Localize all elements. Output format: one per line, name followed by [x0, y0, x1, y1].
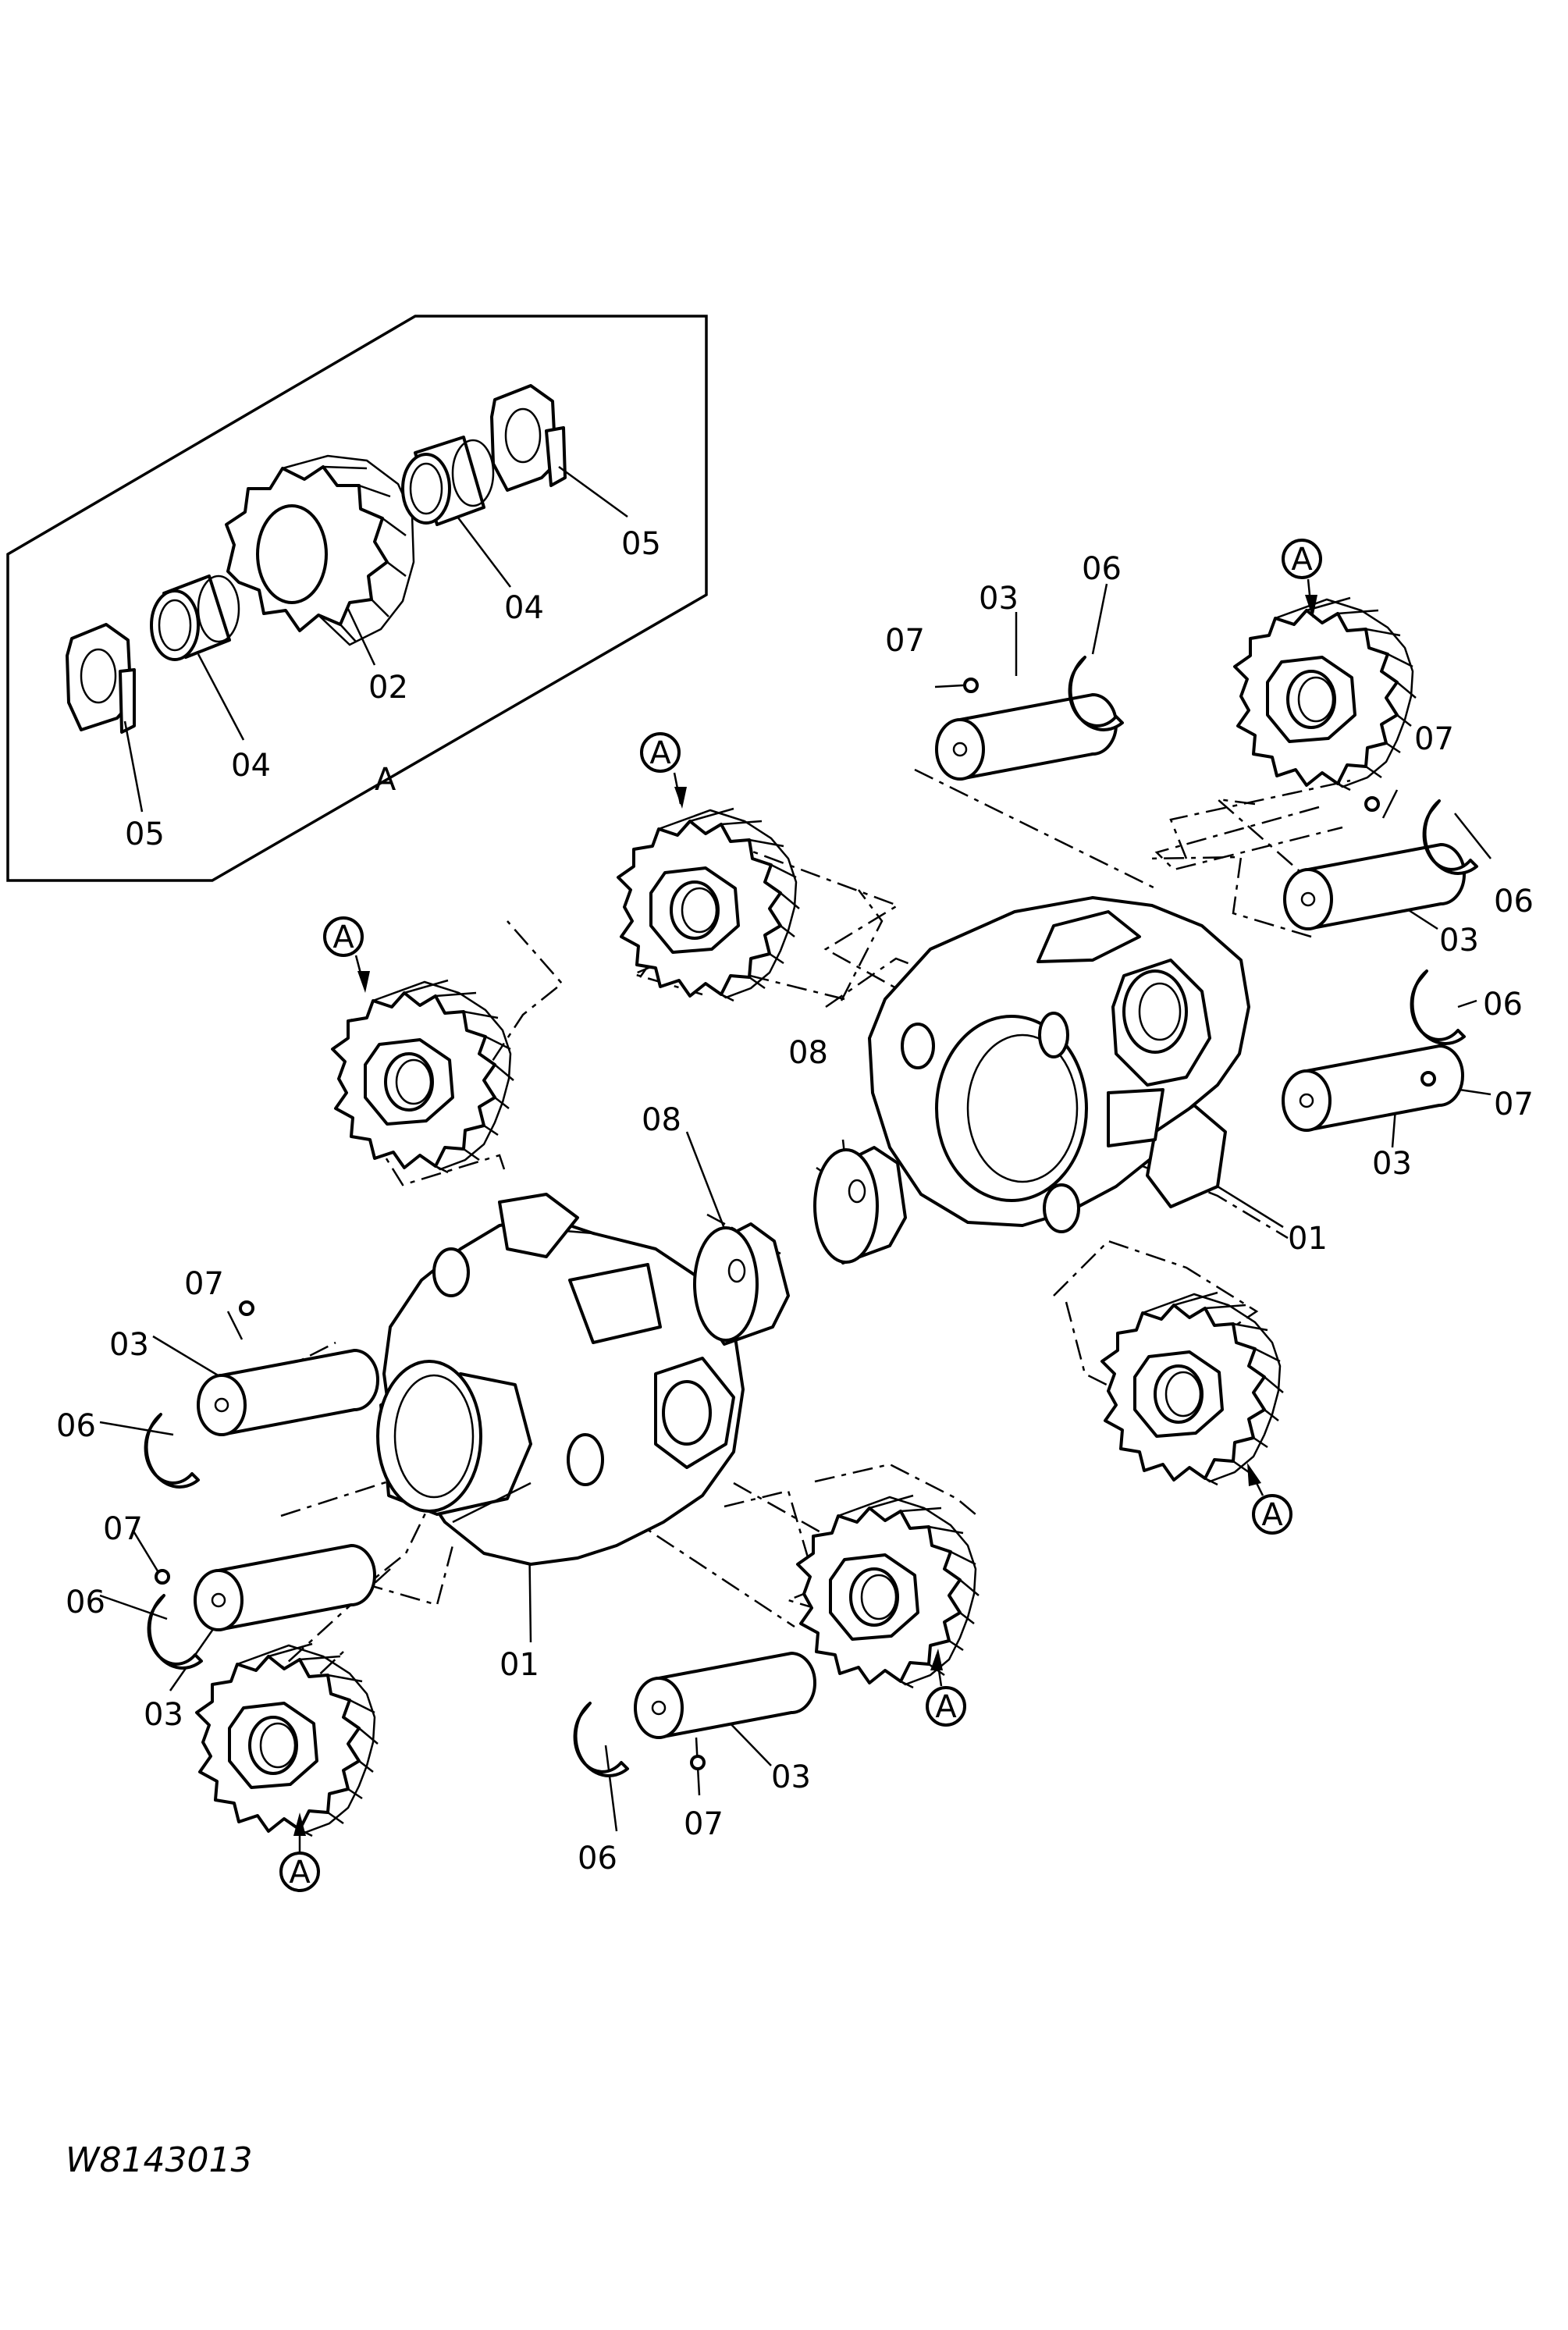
gear-marker-2: A — [323, 916, 370, 993]
detail-a-parts — [66, 384, 567, 734]
svg-text:A: A — [649, 735, 671, 771]
planet-carrier-right — [868, 896, 1250, 1233]
planet-pin-right-lower — [1282, 1044, 1464, 1132]
steel-ball-right-upper — [1364, 796, 1380, 812]
steel-ball-left-upper — [239, 1300, 254, 1316]
planet-gear-right — [1100, 1291, 1285, 1486]
svg-text:A: A — [1261, 1497, 1283, 1533]
callout-07-top: 07 — [885, 623, 925, 659]
planet-pin-bottom — [634, 1652, 816, 1739]
svg-text:A: A — [1291, 542, 1313, 578]
callout-03-left-lower: 03 — [144, 1697, 183, 1733]
callout-06-left-upper: 06 — [56, 1408, 96, 1444]
callout-04-left: 04 — [231, 748, 271, 784]
steel-ball-top — [963, 678, 979, 693]
svg-text:A: A — [935, 1689, 957, 1725]
needle-bearing-right — [401, 436, 495, 526]
thrust-washer-left — [66, 623, 136, 734]
callout-02: 02 — [368, 670, 408, 706]
callout-05-right: 05 — [621, 526, 661, 562]
detail-a-box — [6, 315, 708, 882]
callout-08-left: 08 — [642, 1102, 681, 1138]
planet-gear-upper-left — [617, 807, 801, 1002]
gear-marker-3: A — [1282, 539, 1322, 618]
callout-05-left: 05 — [125, 816, 165, 852]
planet-carrier-left — [376, 1193, 745, 1566]
callout-03-bottom: 03 — [771, 1759, 811, 1795]
callout-06-top: 06 — [1082, 551, 1122, 587]
callout-08-right: 08 — [788, 1035, 828, 1071]
planet-gear-upper-right — [1233, 596, 1417, 791]
svg-text:A: A — [332, 920, 354, 955]
gear-marker-6: A — [279, 1812, 320, 1892]
planet-gear-lower-left — [195, 1642, 379, 1837]
callout-06-right-upper: 06 — [1494, 884, 1534, 920]
needle-bearing-left — [150, 574, 240, 661]
gear-marker-1: A — [640, 732, 687, 809]
planet-pin-right-upper — [1283, 843, 1466, 930]
leader-lines — [99, 465, 1492, 1832]
callout-07-right-lower: 07 — [1494, 1087, 1534, 1122]
callout-03-right-lower: 03 — [1372, 1146, 1412, 1182]
gear-marker-5: A — [926, 1649, 966, 1727]
planet-gear-lower-center — [796, 1494, 980, 1689]
drawing-code: W8143013 — [66, 2140, 252, 2180]
callout-03-left-upper: 03 — [109, 1327, 149, 1363]
callout-03-top: 03 — [979, 581, 1019, 617]
callout-06-right-lower: 06 — [1483, 987, 1523, 1023]
snap-ring-bottom — [573, 1702, 629, 1777]
thrust-washer-right — [490, 384, 567, 492]
planet-pin-left-upper — [197, 1349, 379, 1436]
steel-ball-right-lower — [1420, 1071, 1436, 1087]
snap-ring-left-upper — [144, 1413, 201, 1489]
callout-04-right: 04 — [504, 590, 544, 626]
callout-06-left-lower: 06 — [66, 1585, 105, 1620]
thrust-plate-right — [813, 1146, 907, 1265]
snap-ring-right-lower — [1410, 969, 1466, 1045]
callout-07-left-lower: 07 — [103, 1511, 143, 1547]
callout-labels: 05 04 02 04 05 A 07 03 06 07 06 03 06 07… — [56, 526, 1534, 1876]
steel-ball-bottom — [690, 1755, 706, 1770]
planet-gear-left — [331, 979, 515, 1174]
detail-a-label: A — [375, 762, 396, 798]
planet-gear-detail — [225, 454, 415, 646]
callout-01-left: 01 — [500, 1647, 539, 1683]
thrust-plate-left — [693, 1222, 790, 1346]
callout-03-right-upper: 03 — [1439, 923, 1479, 959]
callout-01-right: 01 — [1288, 1221, 1328, 1257]
planet-pin-left-lower — [194, 1544, 376, 1631]
callout-07-bottom: 07 — [684, 1806, 724, 1842]
gear-marker-4: A — [1247, 1463, 1292, 1535]
snap-ring-left-lower — [147, 1594, 203, 1670]
svg-text:A: A — [289, 1855, 311, 1891]
callout-07-left-upper: 07 — [184, 1266, 224, 1302]
callout-06-bottom: 06 — [578, 1841, 617, 1876]
steel-ball-left-lower — [155, 1569, 170, 1585]
assembly-centerlines — [231, 768, 1351, 1713]
callout-07-right-upper: 07 — [1414, 721, 1454, 757]
planet-pin-top — [935, 693, 1118, 781]
